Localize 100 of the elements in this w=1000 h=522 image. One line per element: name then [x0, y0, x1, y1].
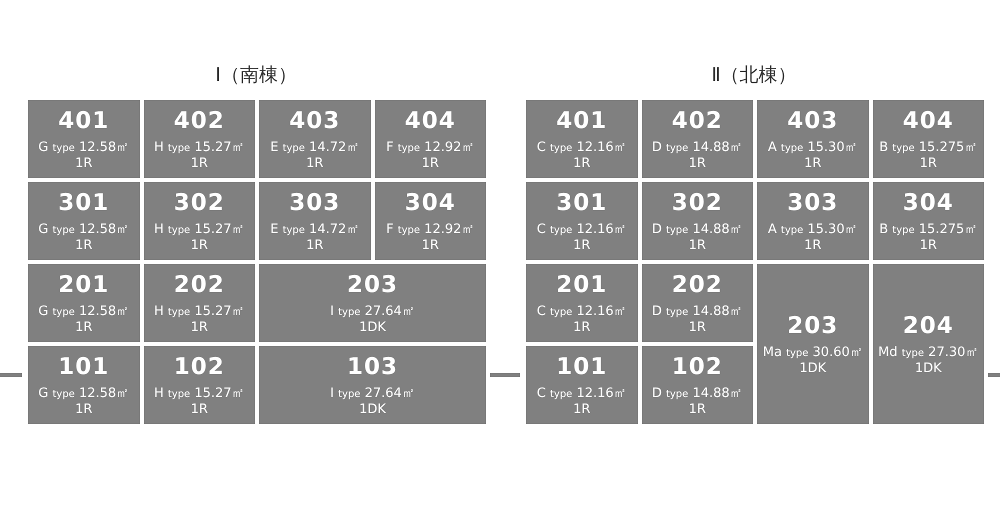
- unit-box: [526, 182, 638, 260]
- unit-number: 201: [58, 272, 110, 298]
- unit-layout: 1R: [306, 156, 324, 170]
- unit-box: [28, 182, 140, 260]
- unit-layout: 1R: [190, 156, 208, 170]
- unit-number: 402: [672, 108, 723, 134]
- unit-layout: 1R: [573, 156, 590, 170]
- unit-box: [526, 100, 638, 178]
- unit-number: 301: [556, 190, 608, 216]
- unit-number: 303: [289, 190, 340, 216]
- unit-layout: 1R: [190, 320, 208, 334]
- unit-number: 303: [787, 190, 838, 216]
- unit-number: 401: [58, 108, 110, 134]
- unit-layout: 1R: [688, 320, 706, 334]
- unit-area: Md type 27.30㎡: [878, 344, 978, 360]
- unit-box: [144, 264, 255, 342]
- unit-layout: 1R: [422, 238, 439, 252]
- unit-box: [259, 264, 486, 342]
- unit-box: [144, 346, 255, 424]
- unit-area: A type 15.30㎡: [768, 222, 858, 238]
- unit-number: 302: [174, 190, 225, 216]
- unit-box: [144, 182, 255, 260]
- unit-area: C type 12.16㎡: [536, 140, 627, 156]
- unit-box: [259, 346, 486, 424]
- unit-box: [374, 100, 486, 178]
- unit-area: I type 27.64㎡: [330, 304, 415, 320]
- building-heading: Ⅰ（南棟）: [214, 63, 298, 88]
- unit-layout: 1R: [688, 156, 706, 170]
- unit-layout: 1R: [804, 156, 822, 170]
- unit-number: 402: [174, 108, 225, 134]
- unit-layout: 1R: [422, 156, 439, 170]
- unit-layout: 1R: [306, 238, 324, 252]
- unit-layout: 1R: [75, 320, 92, 334]
- unit-layout: 1DK: [914, 360, 942, 376]
- unit-area: G type 12.58㎡: [38, 222, 130, 238]
- unit-number: 404: [404, 108, 456, 134]
- unit-box: [28, 346, 140, 424]
- unit-number: 304: [404, 190, 456, 216]
- unit-layout: 1R: [688, 402, 706, 416]
- unit-layout: 1R: [75, 238, 92, 252]
- unit-area: H type 15.27㎡: [154, 386, 245, 402]
- unit-number: 101: [58, 354, 110, 380]
- unit-number: 304: [902, 190, 954, 216]
- unit-number: 101: [556, 354, 608, 380]
- unit-box: [28, 100, 140, 178]
- unit-box: [872, 100, 984, 178]
- unit-layout: 1R: [190, 238, 208, 252]
- unit-box: [526, 264, 638, 342]
- unit-area: I type 27.64㎡: [330, 386, 415, 402]
- unit-layout: 1R: [573, 402, 590, 416]
- unit-number: 102: [672, 354, 723, 380]
- unit-box: [259, 100, 370, 178]
- unit-number: 403: [787, 108, 838, 134]
- unit-number: 201: [556, 272, 608, 298]
- unit-layout: 1DK: [359, 402, 386, 416]
- unit-layout: 1DK: [799, 360, 826, 376]
- unit-number: 202: [174, 272, 225, 298]
- unit-area: F type 12.92㎡: [386, 222, 474, 238]
- unit-box: [642, 264, 753, 342]
- unit-box: [642, 182, 753, 260]
- unit-number: 204: [902, 312, 954, 338]
- unit-box: [526, 346, 638, 424]
- unit-area: D type 14.88㎡: [652, 304, 743, 320]
- unit-area: G type 12.58㎡: [38, 140, 130, 156]
- unit-box: [642, 100, 753, 178]
- unit-box: [872, 264, 984, 424]
- unit-area: D type 14.88㎡: [652, 222, 743, 238]
- unit-area: F type 12.92㎡: [386, 140, 474, 156]
- unit-number: 301: [58, 190, 110, 216]
- unit-layout: 1R: [75, 402, 92, 416]
- unit-layout: 1R: [688, 238, 706, 252]
- unit-box: [872, 182, 984, 260]
- unit-area: E type 14.72㎡: [270, 222, 360, 238]
- unit-area: H type 15.27㎡: [154, 140, 245, 156]
- unit-area: E type 14.72㎡: [270, 140, 360, 156]
- unit-area: C type 12.16㎡: [536, 304, 627, 320]
- unit-box: [374, 182, 486, 260]
- unit-area: Ma type 30.60㎡: [762, 344, 863, 360]
- unit-number: 102: [174, 354, 225, 380]
- unit-box: [757, 182, 868, 260]
- unit-number: 302: [672, 190, 723, 216]
- unit-number: 203: [346, 272, 398, 298]
- unit-number: 404: [902, 108, 954, 134]
- unit-number: 202: [672, 272, 723, 298]
- unit-box: [144, 100, 255, 178]
- building-heading: Ⅱ（北棟）: [710, 63, 798, 88]
- unit-layout: 1R: [573, 238, 590, 252]
- unit-area: D type 14.88㎡: [652, 140, 743, 156]
- unit-number: 103: [346, 354, 398, 380]
- unit-area: D type 14.88㎡: [652, 386, 743, 402]
- unit-layout: 1R: [920, 156, 937, 170]
- unit-area: H type 15.27㎡: [154, 222, 245, 238]
- unit-area: H type 15.27㎡: [154, 304, 245, 320]
- unit-box: [642, 346, 753, 424]
- unit-area: B type 15.275㎡: [879, 140, 978, 156]
- unit-number: 403: [289, 108, 340, 134]
- unit-area: C type 12.16㎡: [536, 222, 627, 238]
- unit-number: 203: [787, 312, 838, 338]
- unit-number: 401: [556, 108, 608, 134]
- unit-box: [757, 100, 868, 178]
